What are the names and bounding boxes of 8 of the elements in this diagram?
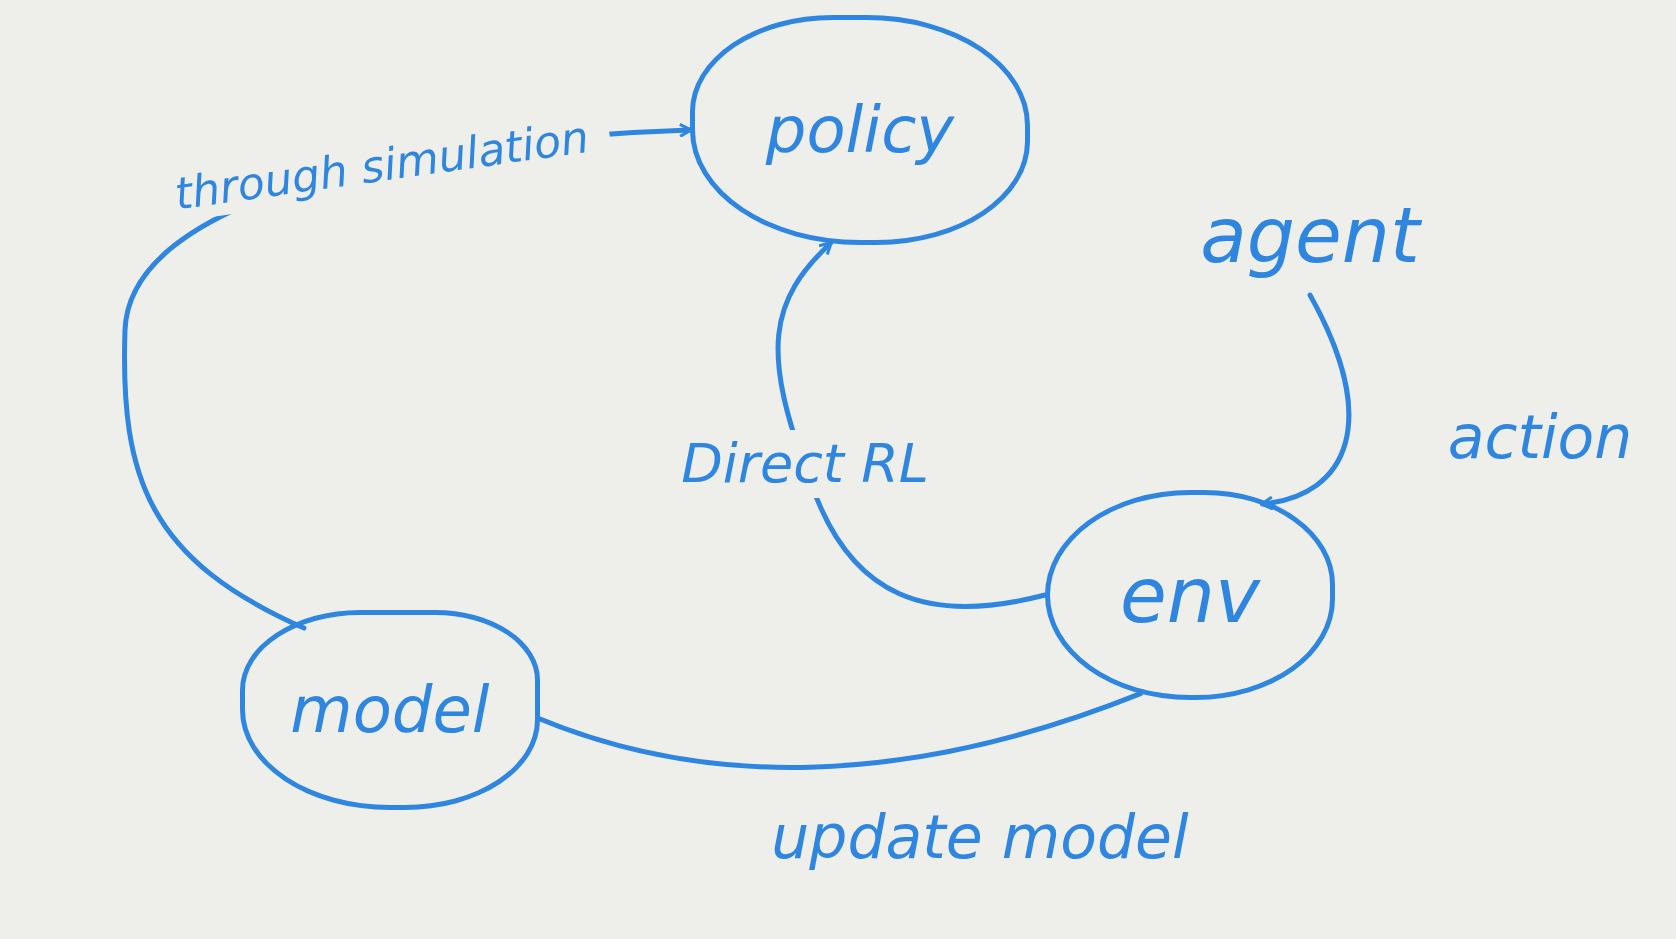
node-blob xyxy=(690,15,1030,245)
node-label: policy xyxy=(765,93,955,167)
node-label: env xyxy=(1120,550,1260,640)
node-blob xyxy=(1045,490,1335,700)
arrow xyxy=(1260,292,1351,510)
node-label: model xyxy=(290,673,490,747)
node-blob xyxy=(240,610,540,810)
node-label: agent xyxy=(1200,190,1420,280)
